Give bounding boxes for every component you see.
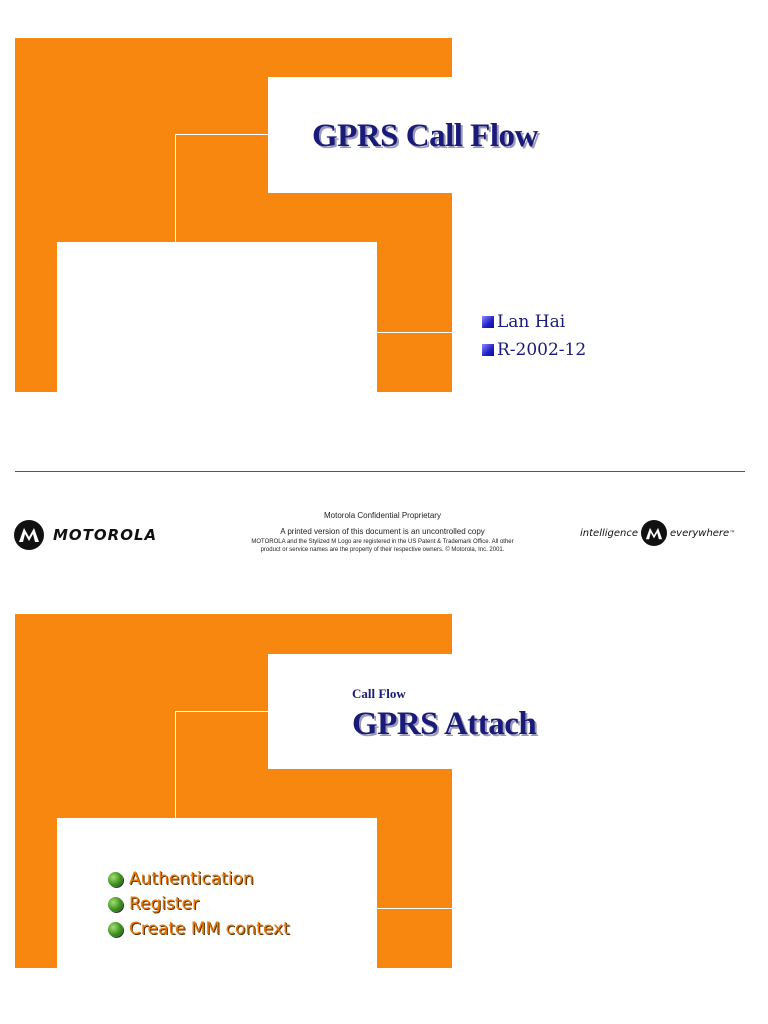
green-ball-bullet-icon (108, 897, 123, 912)
green-ball-bullet-icon (108, 922, 123, 937)
list-item-label: Register (129, 894, 199, 914)
slide-1: GPRS Call Flow Lan Hai R-2002-12 (0, 0, 768, 430)
orange-right-column (377, 193, 452, 392)
footer: MOTOROLA Motorola Confidential Proprieta… (0, 490, 768, 570)
motorola-logo: MOTOROLA (14, 520, 157, 550)
page-divider (15, 471, 745, 472)
list-item: R-2002-12 (482, 336, 586, 364)
slide-title: GPRS Call Flow (312, 118, 538, 154)
slide-subtitle: Call Flow (352, 686, 406, 701)
decor-line (175, 134, 268, 135)
green-ball-bullet-icon (108, 872, 123, 887)
decor-line (175, 711, 176, 818)
trademark-mark: ™ (729, 529, 736, 537)
square-bullet-icon (482, 316, 494, 328)
trademark-notice: MOTOROLA and the Stylized M Logo are reg… (251, 539, 514, 545)
decor-line (377, 908, 452, 909)
motorola-emblem-icon (641, 520, 668, 546)
decor-line (377, 332, 452, 333)
decor-line (175, 134, 176, 242)
bullet-list: Authentication Register Create MM contex… (108, 867, 290, 942)
trademark-notice: product or service names are the propert… (260, 547, 505, 553)
list-item: Lan Hai (482, 308, 586, 336)
confidential-notice: Motorola Confidential Proprietary (324, 511, 441, 520)
orange-right-column (377, 769, 452, 968)
list-item: Register (108, 892, 290, 917)
copy-notice: A printed version of this document is an… (280, 527, 485, 536)
motorola-emblem-icon (14, 520, 44, 550)
list-item-label: Create MM context (129, 919, 290, 939)
list-item-label: Authentication (129, 869, 254, 889)
footer-notice: Motorola Confidential Proprietary A prin… (210, 510, 555, 554)
tagline-left: intelligence (580, 527, 639, 539)
author-list: Lan Hai R-2002-12 (482, 308, 586, 364)
slide-title: GPRS Attach (352, 706, 537, 742)
square-bullet-icon (482, 344, 494, 356)
slide-2: Call Flow GPRS Attach Authentication Reg… (0, 578, 768, 1024)
author-name: Lan Hai (497, 312, 566, 332)
tagline-right: everywhere (670, 527, 730, 539)
motorola-wordmark: MOTOROLA (53, 526, 158, 544)
decor-line (175, 711, 268, 712)
revision-code: R-2002-12 (497, 340, 587, 360)
list-item: Create MM context (108, 917, 290, 942)
list-item: Authentication (108, 867, 290, 892)
tagline: intelligence everywhere ™ (580, 520, 735, 546)
